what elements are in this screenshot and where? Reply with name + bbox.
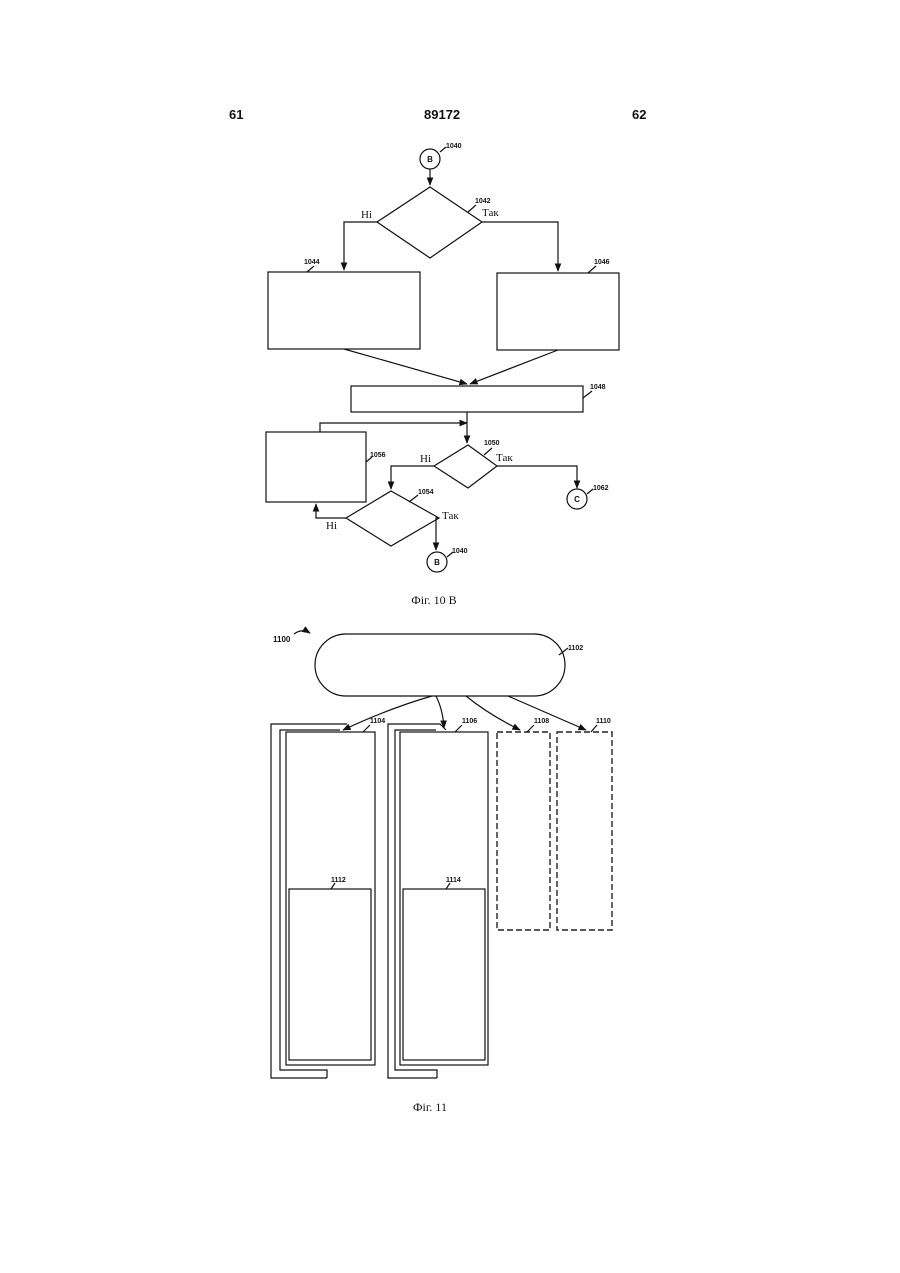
arrow-no-to-1044	[344, 222, 377, 270]
arrow-1044-to-1048	[344, 349, 467, 384]
ref-1042: 1042	[475, 198, 491, 205]
yes-label-1042: Так	[482, 207, 499, 219]
arrow-1102-to-1106	[436, 696, 444, 728]
box-1044	[268, 272, 420, 349]
no-label-1042: Ні	[361, 209, 372, 221]
decision-1042	[377, 187, 482, 258]
caption-fig11: Фіг. 11	[413, 1100, 447, 1114]
ref-1114: 1114	[446, 877, 461, 884]
ref-1102: 1102	[568, 645, 583, 652]
ref-1112: 1112	[331, 877, 346, 884]
ref-1054: 1054	[418, 489, 434, 496]
connector-b-top-label: B	[427, 155, 433, 164]
arrow-yes-to-c	[497, 466, 577, 488]
yes-label-1050: Так	[496, 452, 513, 464]
arrow-yes-to-b	[436, 518, 439, 550]
leader-1106	[455, 725, 462, 732]
arrow-1056-loop	[320, 423, 467, 432]
figure-10b: B 1040 1042 Ні Так 1044 1046 1048	[266, 143, 619, 607]
ref-1104: 1104	[370, 718, 385, 725]
no-label-1050: Ні	[420, 453, 431, 465]
ref-1106: 1106	[462, 718, 477, 725]
leader-1108	[527, 725, 534, 732]
arrow-1046-to-1048	[470, 350, 558, 384]
box-1048	[351, 386, 583, 412]
connector-c-label: C	[574, 495, 580, 504]
column-1110-optional	[557, 732, 612, 930]
arrow-no-to-1054	[391, 466, 434, 489]
box-1056	[266, 432, 366, 502]
inner-1112	[289, 889, 371, 1060]
leader-1048	[583, 391, 592, 398]
leader-1050	[484, 448, 492, 455]
ref-1062: 1062	[593, 485, 609, 492]
oval-1102	[315, 634, 565, 696]
figure-11: 1100 1102 1104 1112 1106	[271, 631, 612, 1114]
ref-1046: 1046	[594, 259, 610, 266]
arrow-no-to-1056	[316, 504, 346, 518]
leader-1110	[591, 725, 597, 732]
leader-1042	[468, 205, 476, 212]
arrow-1100	[294, 631, 310, 634]
ref-1100: 1100	[273, 635, 291, 644]
box-1046	[497, 273, 619, 350]
no-label-1054: Ні	[326, 520, 337, 532]
leader-1054	[409, 495, 418, 502]
leader-1104	[363, 725, 370, 732]
connector-b-bottom-label: B	[434, 558, 440, 567]
ref-1108: 1108	[534, 718, 549, 725]
ref-1048: 1048	[590, 384, 606, 391]
ref-1110: 1110	[596, 718, 611, 725]
column-1108-optional	[497, 732, 550, 930]
ref-1040-top: 1040	[446, 143, 462, 150]
arrow-yes-to-1046	[482, 222, 558, 271]
leader-1046	[588, 266, 596, 273]
inner-1114	[403, 889, 485, 1060]
ref-1056: 1056	[370, 452, 386, 459]
caption-fig10b: Фіг. 10 В	[411, 593, 456, 607]
ref-1050: 1050	[484, 440, 500, 447]
yes-label-1054: Так	[442, 510, 459, 522]
leader-1044	[307, 266, 314, 272]
ref-1044: 1044	[304, 259, 320, 266]
ref-1040-bottom: 1040	[452, 548, 468, 555]
